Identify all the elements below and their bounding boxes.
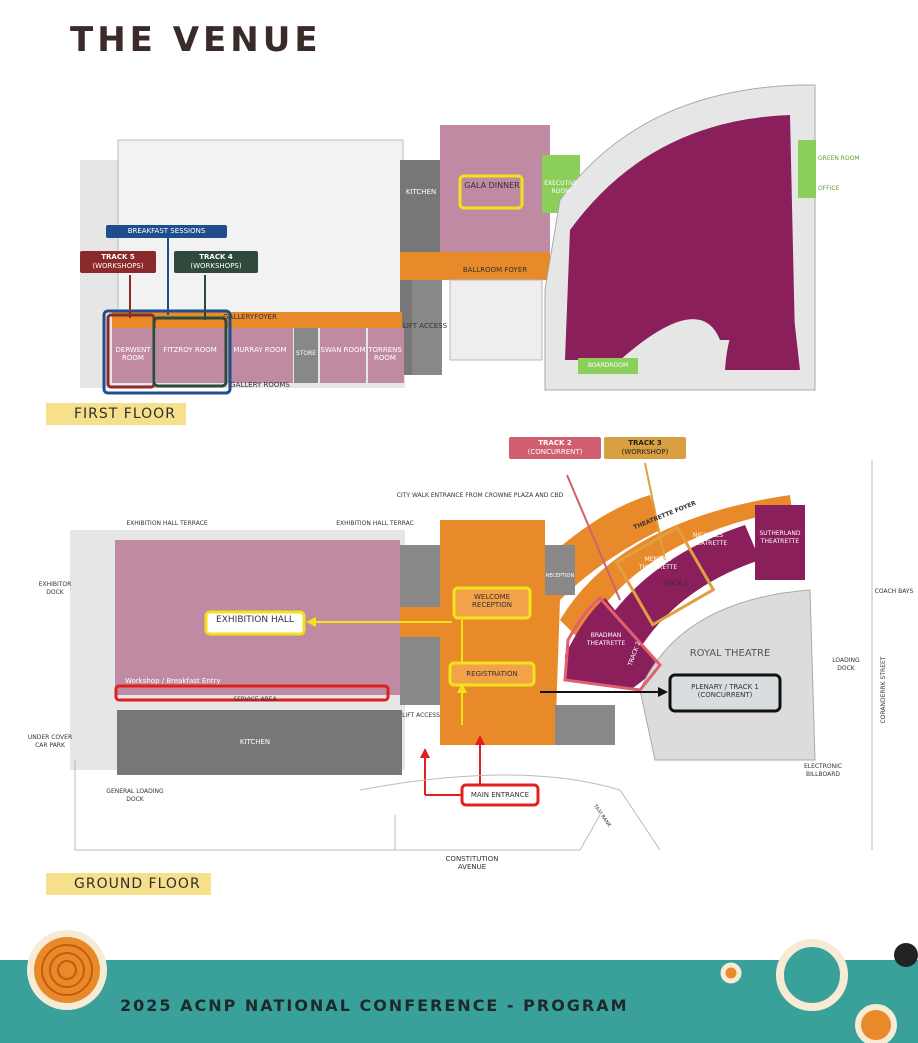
road-left (74, 760, 400, 851)
gf-loading-dock-label: LOADING DOCK (832, 657, 860, 672)
ff-torrens (368, 328, 404, 383)
gf-exhibitor-dock-label: EXHIBITOR DOCK (38, 581, 72, 596)
ff-swan-label: SWAN ROOM (320, 346, 366, 354)
gf-terrace-1-label: EXHIBITION HALL TERRACE (126, 520, 208, 527)
ff-gala-room (440, 125, 550, 255)
track2-tag: TRACK 2(CONCURRENT) (509, 437, 601, 459)
gf-registration-label: REGISTRATION (466, 670, 518, 678)
ff-murray (228, 328, 293, 383)
footer-target-icon (34, 937, 100, 1003)
footer-band (0, 960, 918, 1043)
ff-gala-highlight (458, 174, 524, 210)
road-inner (394, 814, 601, 851)
gf-workshop-entry-box (114, 684, 390, 702)
ground-floor-label: GROUND FLOOR (46, 873, 211, 895)
footer-circle-right (776, 939, 848, 1011)
gf-electronic-label: ELECTRONIC BILLBOARD (803, 763, 843, 778)
gf-nicholls-label: NICHOLLS THEATRETTE (688, 532, 728, 547)
gf-bradman-label: BRADMAN THEATRETTE (586, 632, 626, 647)
gf-track3-inner-label: TRACK 3 (662, 580, 688, 587)
ff-kitchen-label: KITCHEN (405, 188, 437, 196)
gf-exhibition-hall-label: EXHIBITION HALL (216, 615, 294, 625)
ff-ballroom-foyer-label: BALLROOM FOYER (462, 266, 528, 274)
ff-gallery-foyer (112, 312, 402, 328)
ff-derwent (112, 328, 154, 383)
ff-boardroom-label: BOARDROOM (587, 362, 629, 369)
gf-bradman (565, 598, 660, 690)
footer-orange-dot (855, 1004, 897, 1043)
gf-main-entrance-label: MAIN ENTRANCE (470, 791, 530, 799)
ff-torrens-label: TORRENS ROOM (368, 346, 402, 362)
ff-theatre-stalls (725, 282, 800, 370)
ff-office-label: OFFICE (818, 185, 840, 192)
ff-green-room-label: GREEN ROOM (818, 155, 860, 162)
ff-store-label: STORE (295, 350, 317, 357)
ff-lift-label: LIFT ACCESS (402, 322, 448, 330)
gf-corand-label: CORANDERRK STREET (880, 656, 887, 724)
gf-welcome-highlight (452, 586, 532, 620)
line-track3 (644, 462, 666, 561)
ff-green-room (798, 140, 816, 198)
gf-reception-label: RECEPTION (545, 573, 575, 579)
gf-welcome-label: WELCOME RECEPTION (472, 593, 512, 609)
gf-service-area-label: SERVICE AREA (233, 696, 277, 703)
gf-sutherland (755, 505, 805, 580)
footer-dark-dot (894, 943, 918, 967)
gf-service-area (115, 700, 400, 710)
ff-gallery-rooms-label: GALLERY ROOMS (230, 381, 290, 389)
ff-derwent-label: DERWENT ROOM (115, 346, 151, 362)
gf-track3-outline (614, 525, 716, 627)
ff-stair-area (449, 279, 543, 361)
ff-murray-label: MURRAY ROOM (233, 346, 287, 354)
gf-workshop-entry-label: Workshop / Breakfast Entry (125, 677, 221, 685)
road-curve (359, 774, 661, 851)
ff-gallery-foyer-label: GALLERYFOYER (223, 313, 277, 321)
ff-store (294, 328, 318, 383)
ff-ballroom-foyer (400, 252, 550, 280)
gf-menzies-label: MENZIES THEATRETTE (638, 556, 678, 571)
gf-plenary-box (668, 673, 782, 713)
ff-lift-block (412, 280, 442, 375)
gf-registration-highlight (448, 661, 536, 687)
gf-track2-outline (563, 595, 662, 692)
line-track2 (566, 474, 621, 601)
ff-track4-box (152, 316, 228, 388)
breakfast-sessions-tag: BREAKFAST SESSIONS (106, 225, 227, 238)
gf-sutherland-label: SUTHERLAND THEATRETTE (759, 530, 801, 545)
ff-theatre-seating (565, 115, 795, 360)
gf-exhibition-highlight (204, 610, 306, 636)
ff-fitzroy (156, 328, 226, 383)
first-floor-label: FIRST FLOOR (46, 403, 186, 425)
track5-tag: TRACK 5(WORKSHOPS) (80, 251, 156, 273)
gf-under-cover-label: UNDER COVER CAR PARK (27, 734, 73, 749)
page-title: THE VENUE (70, 20, 322, 60)
gf-plenary-label: PLENARY / TRACK 1(CONCURRENT) (691, 683, 759, 699)
gf-reception-block (545, 545, 575, 595)
gf-side-block (555, 705, 615, 745)
track4-tag: TRACK 4(WORKSHOPS) (174, 251, 258, 273)
gf-lift-label: LIFT ACCESS (402, 712, 440, 719)
ff-executive-label: EXECUTIVE ROOM (544, 180, 578, 195)
ff-boardroom (578, 358, 638, 374)
footer-title: 2025 ACNP NATIONAL CONFERENCE - PROGRAM (120, 996, 629, 1015)
gf-general-loading-label: GENERAL LOADING DOCK (106, 788, 164, 803)
gf-nicholls-menzies (595, 525, 760, 665)
gf-kitchen (117, 710, 402, 775)
track3-tag: TRACK 3(WORKSHOP) (604, 437, 686, 459)
ff-fitzroy-label: FITZROY ROOM (163, 346, 217, 354)
ff-gala-label: GALA DINNER (464, 181, 520, 190)
gf-constitution-label: CONSTITUTION AVENUE (445, 855, 499, 871)
gf-royal-theatre-label: ROYAL THEATRE (689, 648, 771, 659)
gf-coach-bays-label: COACH BAYS (874, 588, 914, 595)
gf-kitchen-label: KITCHEN (239, 738, 271, 746)
ff-swan (320, 328, 366, 383)
footer-dot (720, 962, 742, 984)
gf-terrace-2-label: EXHIBITION HALL TERRAC (336, 520, 414, 527)
gf-city-walk-label: CITY WALK ENTRANCE FROM CROWNE PLAZA AND… (396, 492, 564, 499)
